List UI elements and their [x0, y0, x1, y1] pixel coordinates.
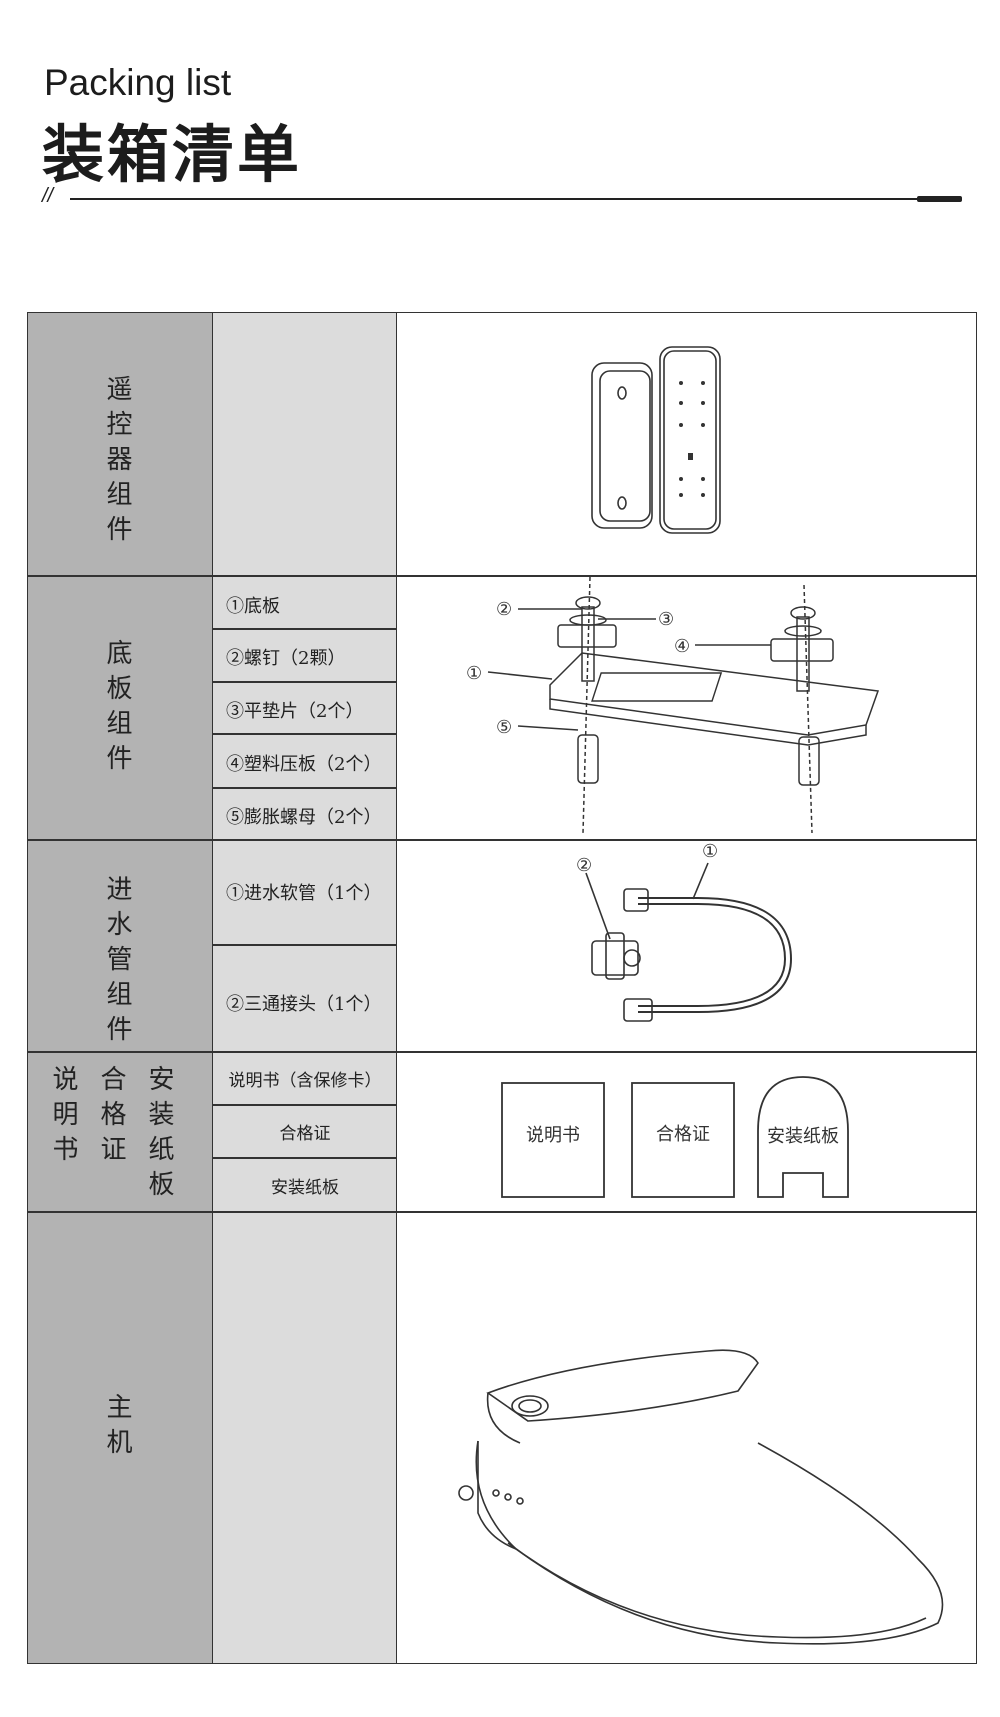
- remote-holder: [591, 362, 653, 529]
- item-base-5: ⑤膨胀螺母（2个）: [226, 807, 382, 828]
- holder-hole-icon: [617, 386, 627, 400]
- side-button: [492, 1489, 500, 1497]
- plastic-press-plate: [770, 638, 834, 662]
- row-divider: [28, 575, 976, 577]
- subrow-divider: [213, 1104, 397, 1106]
- row-divider: [28, 839, 976, 841]
- water-pipe-illustration: ② ①: [576, 841, 793, 1022]
- manual-label: 说明书: [526, 1125, 580, 1146]
- remote-illustration: [591, 346, 721, 534]
- row-divider: [28, 1211, 976, 1213]
- side-button: [516, 1497, 524, 1505]
- install-board-icon: [757, 1076, 849, 1198]
- category-base: 底板组件: [102, 639, 132, 779]
- category-remote: 遥控器组件: [102, 375, 132, 550]
- item-base-3: ③平垫片（2个）: [226, 701, 364, 722]
- callout-2: ②: [496, 599, 512, 620]
- side-button: [504, 1493, 512, 1501]
- item-base-2: ②螺钉（2颗）: [226, 648, 346, 669]
- seat-lid: [486, 1349, 759, 1422]
- callout-1: ①: [702, 841, 718, 862]
- screw: [581, 606, 595, 682]
- expansion-nut: [577, 734, 599, 784]
- callout-1: ①: [466, 663, 482, 684]
- subrow-divider: [213, 787, 397, 789]
- item-base-1: ①底板: [226, 596, 280, 617]
- title-divider-accent: [917, 196, 962, 202]
- category-main: 主机: [102, 1393, 132, 1463]
- base-plate-illustration: ② ③ ④ ① ⑤: [466, 576, 880, 834]
- subrow-divider: [213, 628, 397, 630]
- subrow-divider: [213, 681, 397, 683]
- flat-washer: [784, 625, 822, 637]
- certificate-label: 合格证: [656, 1124, 710, 1145]
- certificate-icon: [631, 1082, 735, 1198]
- item-docs-1: 说明书（含保修卡）: [228, 1071, 382, 1091]
- subrow-divider: [213, 733, 397, 735]
- screw: [796, 616, 810, 692]
- packing-table: 遥控器组件 底板组件 ①底板 ②螺钉（2颗） ③平垫片（2个） ④塑料压板（2个…: [27, 312, 977, 1664]
- page-title-cn: 装箱清单: [42, 118, 303, 191]
- row-divider: [28, 1051, 976, 1053]
- seat-body: [475, 1440, 944, 1645]
- tee-connector: [591, 940, 639, 976]
- inlet-port: [458, 1485, 474, 1501]
- flat-washer: [569, 614, 607, 626]
- callout-5: ⑤: [496, 717, 512, 738]
- control-knob: [511, 1395, 549, 1417]
- category-water: 进水管组件: [102, 875, 132, 1050]
- item-docs-2: 合格证: [279, 1124, 331, 1144]
- callout-3: ③: [658, 609, 674, 630]
- subrow-divider: [213, 944, 397, 946]
- manual-icon: [501, 1082, 605, 1198]
- callout-2: ②: [576, 855, 592, 876]
- category-certificate: 合格证: [96, 1065, 126, 1170]
- holder-hole-icon: [617, 496, 627, 510]
- remote-body: [659, 346, 721, 534]
- item-water-2: ②三通接头（1个）: [226, 994, 382, 1015]
- rule-mark: //: [42, 185, 54, 207]
- category-manual: 说明书: [48, 1065, 78, 1170]
- main-unit-illustration: [458, 1349, 944, 1645]
- item-column: [213, 313, 397, 1663]
- expansion-nut: [798, 736, 820, 786]
- plastic-press-plate: [557, 624, 617, 648]
- subrow-divider: [213, 1157, 397, 1159]
- category-install-board: 安装纸板: [144, 1065, 174, 1205]
- item-docs-3: 安装纸板: [271, 1178, 339, 1198]
- documents-illustration: 说明书 合格证 安装纸板: [501, 1076, 849, 1198]
- install-board-label: 安装纸板: [767, 1126, 839, 1147]
- category-column: [28, 313, 213, 1663]
- title-divider: [70, 198, 962, 200]
- item-water-1: ①进水软管（1个）: [226, 883, 382, 904]
- page-title-en: Packing list: [44, 62, 232, 103]
- item-base-4: ④塑料压板（2个）: [226, 754, 382, 775]
- callout-4: ④: [674, 636, 690, 657]
